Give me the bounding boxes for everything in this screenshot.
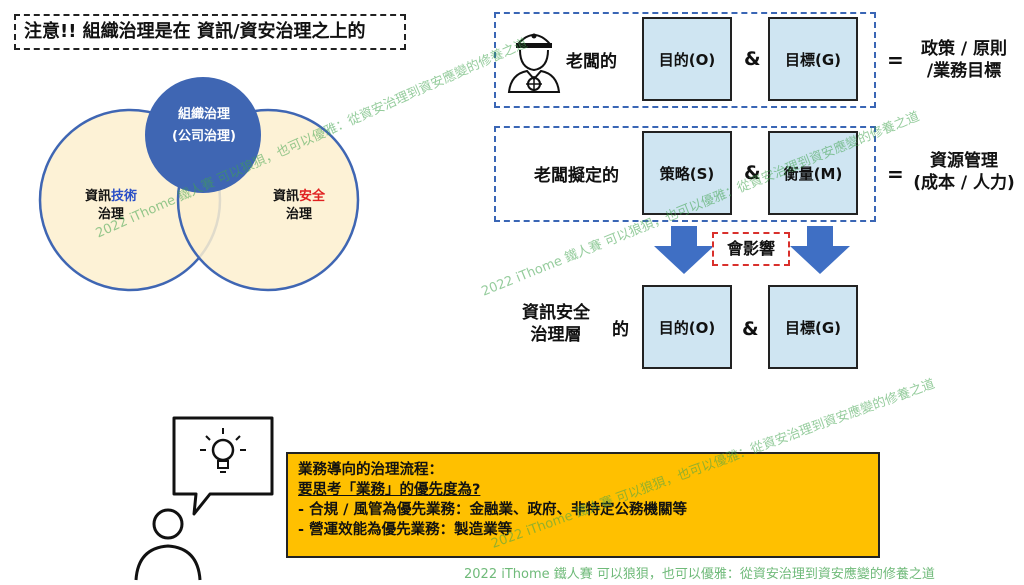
corporate-governance-circle: [145, 77, 261, 193]
security-layer-line2: 治理層: [530, 325, 582, 345]
boss-strategy-group: [494, 126, 876, 222]
measurement-box: 衡量(M): [768, 131, 858, 215]
business-governance-note: 業務導向的治理流程： 要思考「業務」的優先度為? - 合規 / 風管為優先業務：…: [286, 452, 880, 558]
boss-goals-group: [494, 12, 876, 108]
note-bullet2: - 營運效能為優先業務：製造業等: [298, 522, 513, 538]
security-goal-box: 目標(G): [768, 285, 858, 369]
security-governance-layer-label: 資訊安全 治理層: [512, 302, 600, 346]
right-prefix: 資訊: [272, 189, 299, 204]
note-bullet1: - 合規 / 風管為優先業務：金融業、政府、非特定公務機關等: [298, 502, 687, 518]
security-layer-line1: 資訊安全: [522, 303, 590, 323]
down-arrow-icon: [790, 226, 850, 274]
person-thinking-illustration: [134, 416, 274, 581]
resource-result-line2: (成本 / 人力): [913, 173, 1015, 193]
governance-venn-diagram: [38, 77, 360, 292]
policy-result-line1: 政策 / 原則: [920, 39, 1008, 59]
boss-drafted-label: 老闆擬定的: [534, 166, 619, 186]
row2-ampersand: &: [744, 162, 761, 184]
boss-label: 老闆的: [566, 52, 617, 72]
security-governance-label: 資訊安全 治理: [254, 188, 344, 224]
watermark-text: 2022 iThome 鐵人賽 可以狼狽，也可以優雅：從資安治理到資安應變的修養…: [464, 567, 935, 582]
left-suffix: 治理: [97, 207, 124, 222]
down-arrow-icon: [654, 226, 714, 274]
boss-goal-box: 目標(G): [768, 17, 858, 101]
left-prefix: 資訊: [84, 189, 111, 204]
note-line2: 要思考「業務」的優先度為?: [298, 482, 481, 498]
corporate-governance-label: 組織治理 (公司治理): [150, 106, 258, 146]
governance-notice: 注意!! 組織治理是在 資訊/資安治理之上的: [14, 14, 406, 50]
policy-result: 政策 / 原則 /業務目標: [908, 38, 1020, 82]
center-title: 組織治理: [177, 107, 230, 122]
resource-result-line1: 資源管理: [930, 151, 998, 171]
boss-objective-box: 目的(O): [642, 17, 732, 101]
influence-label: 會影響: [712, 232, 790, 266]
it-governance-label: 資訊技術 治理: [66, 188, 156, 224]
right-highlight: 安全: [299, 189, 326, 204]
strategy-box: 策略(S): [642, 131, 732, 215]
security-objective-box: 目的(O): [642, 285, 732, 369]
person-icon: [134, 508, 202, 581]
note-line1: 業務導向的治理流程：: [298, 462, 443, 478]
row2-equals: =: [887, 162, 904, 186]
lightbulb-icon: [172, 416, 274, 516]
row1-equals: =: [887, 48, 904, 72]
row1-ampersand: &: [744, 48, 761, 70]
resource-result: 資源管理 (成本 / 人力): [906, 150, 1022, 194]
captain-icon: [507, 33, 561, 93]
security-de: 的: [612, 320, 629, 340]
center-subtitle: (公司治理): [172, 129, 236, 144]
policy-result-line2: /業務目標: [926, 61, 1002, 81]
right-suffix: 治理: [285, 207, 312, 222]
left-highlight: 技術: [111, 189, 138, 204]
row3-ampersand: &: [742, 318, 759, 340]
